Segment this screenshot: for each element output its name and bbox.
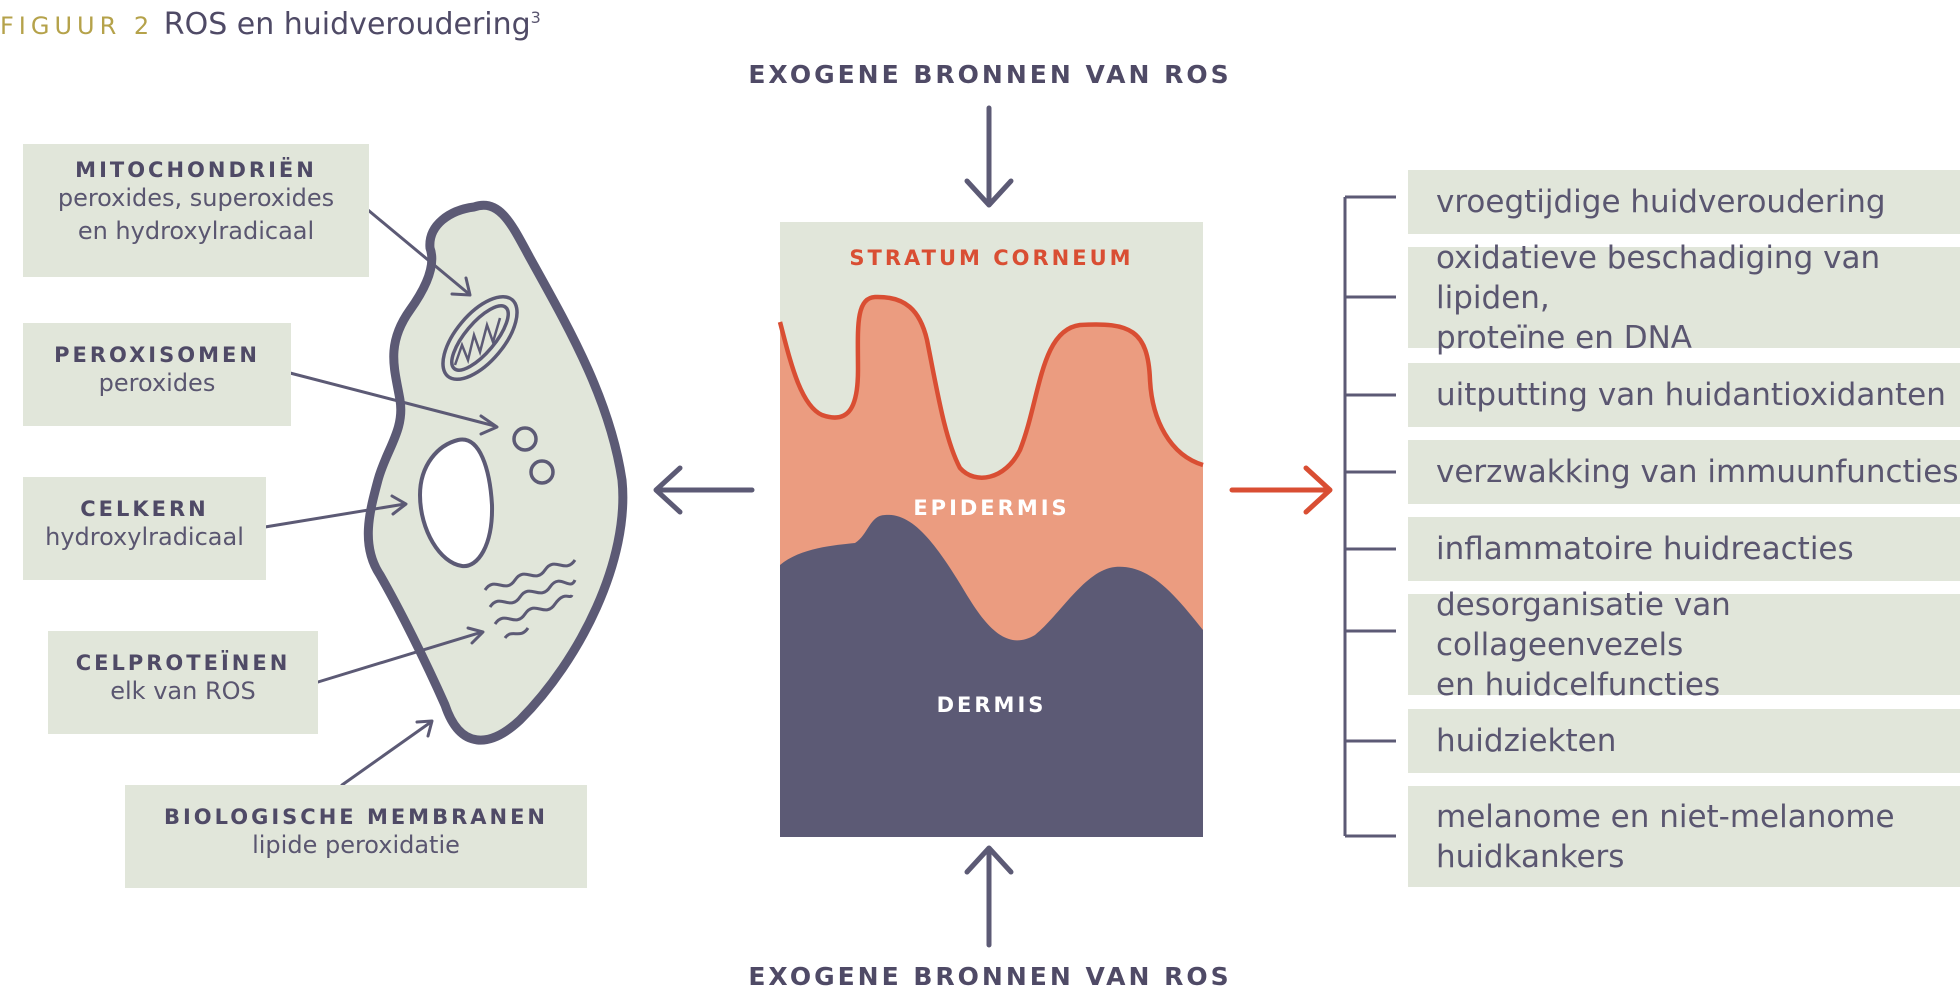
figure-reference: 3 [530, 8, 541, 27]
effect-item-5: inflammatoire huidreacties [1408, 517, 1960, 581]
membrane-pointer [340, 719, 434, 787]
arrow-right-icon [1229, 465, 1333, 515]
peroxisome-pointer [288, 371, 499, 436]
arrow-down-icon [964, 105, 1014, 208]
figure-label: FIGUUR 2 [0, 12, 155, 40]
epidermis-label: EPIDERMIS [913, 496, 1070, 520]
effect-item-2: oxidatieve beschadiging van lipiden,prot… [1408, 240, 1960, 356]
membranes-desc: lipide peroxidatie [252, 831, 460, 859]
cell-icon [363, 200, 628, 745]
effect-6-line-2: en huidcelfuncties [1436, 666, 1721, 703]
proteins-heading: CELPROTEÏNEN [75, 651, 291, 675]
stratum-corneum-label: STRATUM CORNEUM [849, 246, 1134, 270]
peroxisomes-heading: PEROXISOMEN [54, 343, 260, 367]
proteins-icon [483, 559, 577, 640]
mitochondrion-icon [441, 294, 519, 382]
effect-3-text: uitputting van huidantioxidanten [1436, 377, 1946, 413]
mitochondria-desc-2: en hydroxylradicaal [77, 217, 315, 245]
nucleus-desc: hydroxylradicaal [45, 523, 244, 551]
membranes-box: BIOLOGISCHE MEMBRANEN lipide peroxidatie [125, 785, 587, 888]
effect-2-line-2: proteïne en DNA [1436, 319, 1692, 356]
nucleus-pointer [263, 494, 408, 529]
peroxisome-icon [512, 426, 538, 452]
arrow-left-icon [653, 465, 755, 515]
cell-membrane [363, 200, 628, 745]
figure-title: FIGUUR 2 ROS en huidveroudering3 [0, 0, 541, 44]
effect-2-line-1: oxidatieve beschadiging van lipiden, [1436, 239, 1881, 316]
effect-8-line-2: huidkankers [1436, 838, 1625, 875]
nucleus-icon [417, 437, 495, 569]
mitochondria-pointer [366, 208, 472, 297]
nucleus-heading: CELKERN [80, 497, 209, 521]
effect-item-4: verzwakking van immuunfuncties [1408, 440, 1960, 504]
effect-8-line-1: melanome en niet-melanome [1436, 798, 1895, 835]
mitochondria-heading: MITOCHONDRIËN [75, 158, 317, 182]
proteins-desc: elk van ROS [110, 677, 256, 705]
dermis-label: DERMIS [936, 693, 1047, 717]
mitochondria-desc-1: peroxides, superoxides [57, 184, 335, 212]
effect-4-text: verzwakking van immuunfuncties [1436, 454, 1959, 490]
effect-1-text: vroegtijdige huidveroudering [1436, 184, 1886, 220]
mitochondria-box: MITOCHONDRIËN peroxides, superoxides en … [23, 144, 369, 277]
effect-6-line-1: desorganisatie van collageenvezels [1436, 586, 1731, 663]
peroxisomes-desc: peroxides [98, 369, 216, 397]
effect-item-1: vroegtijdige huidveroudering [1408, 170, 1960, 234]
peroxisomes-box: PEROXISOMEN peroxides [23, 323, 291, 426]
effect-item-3: uitputting van huidantioxidanten [1408, 363, 1960, 427]
exogenous-sources-bottom: EXOGENE BRONNEN VAN ROS [748, 962, 1232, 991]
effect-item-7: huidziekten [1408, 709, 1960, 773]
arrow-up-icon [964, 845, 1014, 948]
skin-section [777, 222, 1204, 837]
membranes-heading: BIOLOGISCHE MEMBRANEN [163, 805, 549, 829]
exogenous-sources-top: EXOGENE BRONNEN VAN ROS [748, 60, 1232, 89]
bracket-icon [1343, 195, 1396, 838]
proteins-pointer [316, 626, 485, 684]
dermis-layer [780, 514, 1203, 837]
nucleus-box: CELKERN hydroxylradicaal [23, 477, 266, 580]
effect-7-text: huidziekten [1436, 723, 1617, 759]
proteins-box: CELPROTEÏNEN elk van ROS [48, 631, 318, 734]
effect-5-text: inflammatoire huidreacties [1436, 531, 1854, 567]
peroxisome-icon-2 [529, 459, 555, 485]
figure-title-text: ROS en huidveroudering [163, 7, 531, 42]
epidermis-border [777, 294, 1204, 480]
